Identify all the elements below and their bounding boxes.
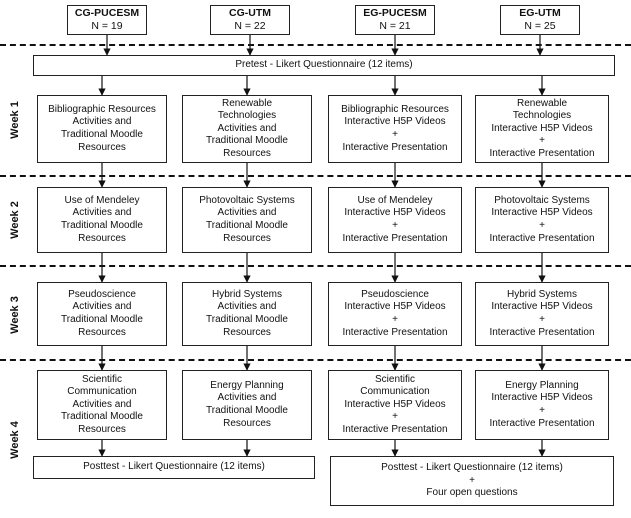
group-size: N = 19 [91, 20, 123, 32]
group-size: N = 22 [234, 20, 266, 32]
group-name: EG-UTM [519, 7, 561, 19]
separator-line [0, 265, 631, 267]
pretest-label: Pretest - Likert Questionnaire (12 items… [235, 59, 413, 71]
posttest-cg-box: Posttest - Likert Questionnaire (12 item… [33, 456, 315, 479]
group-name: EG-PUCESM [363, 7, 427, 19]
group-header-cg-pucesm: CG-PUCESM N = 19 [67, 5, 147, 35]
separator-line [0, 44, 631, 46]
week-label-4: Week 4 [9, 421, 21, 459]
posttest-eg-box: Posttest - Likert Questionnaire (12 item… [330, 456, 614, 506]
pretest-box: Pretest - Likert Questionnaire (12 items… [33, 55, 615, 76]
group-header-eg-pucesm: EG-PUCESM N = 21 [355, 5, 435, 35]
group-name: CG-PUCESM [74, 7, 140, 19]
group-size: N = 21 [379, 20, 411, 32]
group-size: N = 25 [524, 20, 556, 32]
week-label-2: Week 2 [9, 201, 21, 239]
separator-line [0, 175, 631, 177]
separator-line [0, 359, 631, 361]
week-label-1: Week 1 [9, 101, 21, 139]
posttest-cg-label: Posttest - Likert Questionnaire (12 item… [83, 461, 265, 473]
group-header-eg-utm: EG-UTM N = 25 [500, 5, 580, 35]
week-label-3: Week 3 [9, 296, 21, 334]
group-name: CG-UTM [229, 7, 271, 19]
group-header-cg-utm: CG-UTM N = 22 [210, 5, 290, 35]
